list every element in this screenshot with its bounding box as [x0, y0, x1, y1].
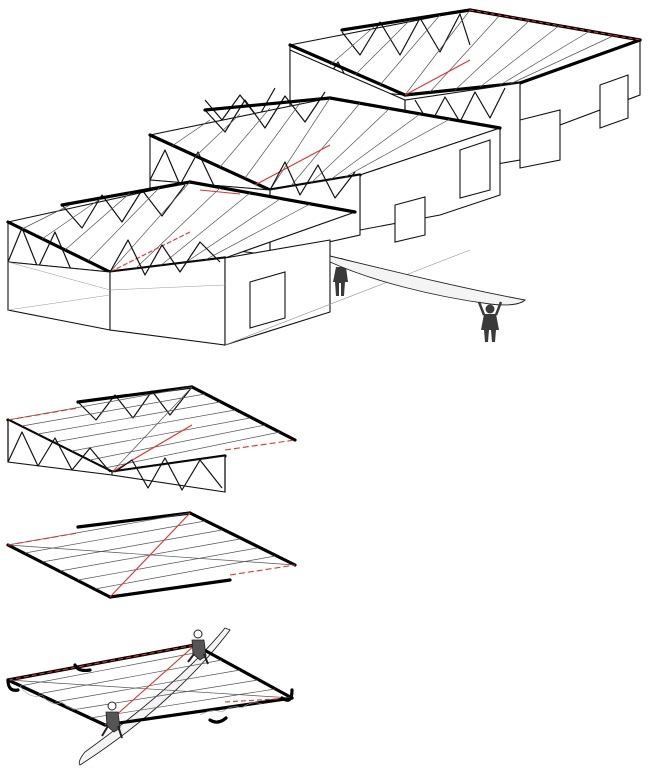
hangar-module-front: [6, 180, 471, 346]
worker-bottom: [101, 701, 123, 739]
membrane-panel-carried: [329, 255, 526, 306]
membrane-install: [6, 627, 294, 766]
assembled-hangars: [6, 8, 643, 346]
hangar-module-back: [288, 8, 643, 141]
membrane-panel-diagonal: [78, 627, 231, 766]
roof-membrane: [6, 511, 297, 599]
person-carrying-right: [477, 301, 503, 342]
worker-top: [187, 629, 209, 665]
single-roof-module: [6, 385, 297, 493]
